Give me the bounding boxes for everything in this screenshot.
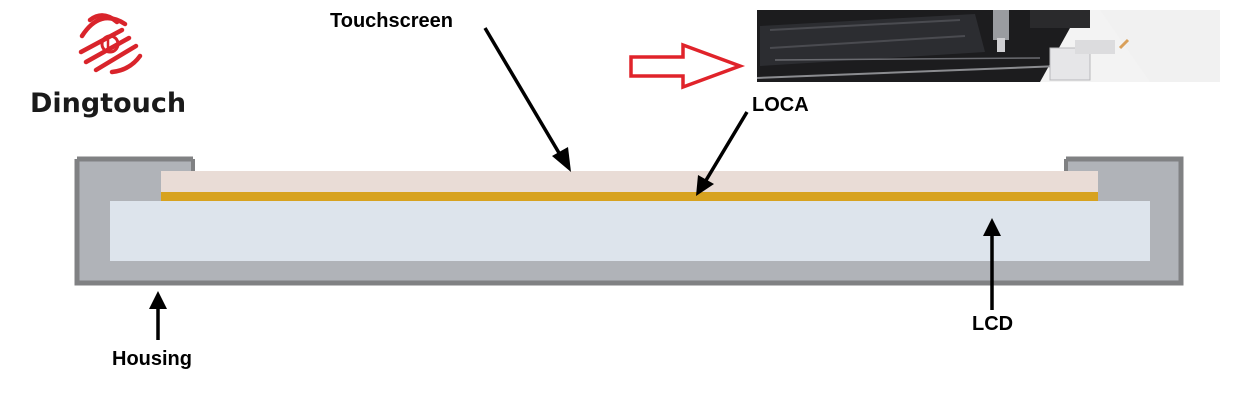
housing-label: Housing [112, 348, 192, 370]
lcd-arrow [983, 218, 1001, 310]
housing-arrow [149, 291, 167, 340]
loca-arrow [696, 111, 749, 196]
touchscreen-label: Touchscreen [330, 10, 453, 32]
dispensing-machine-photo [756, 10, 1220, 82]
lcd-panel [110, 201, 1150, 261]
red-outline-arrow-icon [629, 42, 746, 90]
brand-name: Dingtouch [30, 88, 186, 119]
touchscreen-panel [161, 171, 1098, 193]
fingerprint-icon [78, 13, 143, 75]
loca-layer [161, 192, 1098, 201]
touchscreen-arrow [483, 27, 571, 172]
lcd-label: LCD [972, 313, 1013, 335]
loca-label: LOCA [752, 94, 809, 116]
dingtouch-logo: Dingtouch [30, 13, 186, 119]
